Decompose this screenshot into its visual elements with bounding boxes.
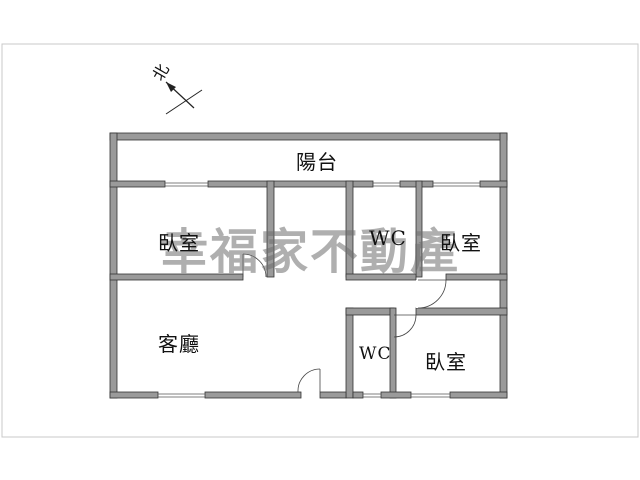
windows [158, 182, 480, 398]
room-label-bedroom-upper-right: 臥室 [440, 231, 482, 255]
north-arrow-icon [165, 81, 203, 115]
room-label-wc-upper: WC [369, 226, 407, 250]
compass-label: 北 [148, 61, 172, 84]
walls [109, 132, 508, 399]
room-label-balcony: 陽台 [296, 150, 338, 174]
room-label-bedroom-left: 臥室 [158, 231, 200, 255]
room-label-bedroom-lower-right: 臥室 [425, 350, 467, 374]
room-label-wc-lower: WC [359, 344, 392, 364]
frame-border [1, 43, 639, 438]
room-label-living-room: 客廳 [158, 332, 200, 356]
doors [242, 253, 447, 393]
